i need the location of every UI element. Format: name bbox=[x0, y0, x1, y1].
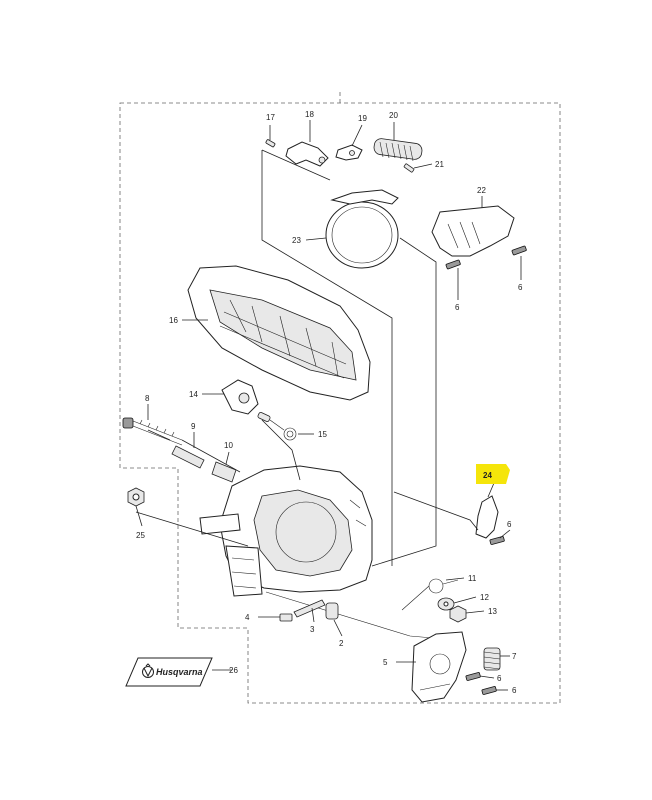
decal-brand-text: Husqvarna bbox=[156, 667, 203, 677]
callout-7: 7 bbox=[512, 652, 517, 661]
husqvarna-logo-icon bbox=[142, 663, 154, 678]
part-9-sleeve bbox=[171, 445, 205, 469]
part-3-pin bbox=[293, 599, 326, 618]
part-6-screw-a bbox=[445, 259, 461, 270]
leader-lines bbox=[135, 120, 522, 691]
part-5-plate bbox=[411, 631, 467, 703]
part-24-lever bbox=[475, 495, 499, 539]
part-6-screw-e bbox=[481, 686, 497, 695]
callout-6d: 6 bbox=[497, 674, 502, 683]
callout-21: 21 bbox=[435, 160, 444, 169]
callout-18: 18 bbox=[305, 110, 314, 119]
callout-4: 4 bbox=[245, 613, 250, 622]
callout-3: 3 bbox=[310, 625, 315, 634]
callout-23: 23 bbox=[292, 236, 301, 245]
assembly-frame bbox=[119, 102, 561, 704]
part-19-latch bbox=[335, 144, 363, 161]
main-housing bbox=[199, 465, 457, 641]
part-15-spring bbox=[269, 419, 297, 441]
callout-5: 5 bbox=[383, 658, 388, 667]
part-14-knob bbox=[221, 379, 259, 415]
small-pin bbox=[257, 412, 271, 422]
callout-14: 14 bbox=[189, 390, 198, 399]
callout-11: 11 bbox=[468, 574, 477, 583]
callout-6a: 6 bbox=[455, 303, 460, 312]
part-13-nut bbox=[449, 605, 467, 623]
part-20-spring bbox=[373, 138, 423, 162]
part-4-screw bbox=[279, 613, 293, 622]
part-23-brake-band bbox=[325, 189, 399, 269]
callout-26: 26 bbox=[229, 666, 238, 675]
callout-9: 9 bbox=[191, 422, 196, 431]
callout-15: 15 bbox=[318, 430, 327, 439]
callout-24: 24 bbox=[483, 471, 492, 480]
part-22-bracket bbox=[431, 205, 515, 257]
callout-25: 25 bbox=[136, 531, 145, 540]
callout-19: 19 bbox=[358, 114, 367, 123]
part-18-lever bbox=[285, 141, 329, 167]
part-11-spring bbox=[401, 578, 459, 611]
callout-10: 10 bbox=[224, 441, 233, 450]
part-2-pin bbox=[325, 602, 339, 620]
highlight-marker bbox=[476, 464, 510, 484]
callout-22: 22 bbox=[477, 186, 486, 195]
part-21-pin bbox=[403, 163, 415, 173]
part-26-decal: Husqvarna bbox=[125, 657, 213, 687]
callout-16: 16 bbox=[169, 316, 178, 325]
callout-6c: 6 bbox=[507, 520, 512, 529]
callout-17: 17 bbox=[266, 113, 275, 122]
part-25-nut bbox=[127, 487, 145, 507]
part-6-screw-c bbox=[489, 536, 505, 545]
part-8-bolt bbox=[122, 417, 183, 446]
callout-6b: 6 bbox=[518, 283, 523, 292]
callout-6e: 6 bbox=[512, 686, 517, 695]
part-7-spring bbox=[483, 647, 501, 671]
callout-13: 13 bbox=[488, 607, 497, 616]
part-6-screw-d bbox=[465, 672, 481, 681]
callout-8: 8 bbox=[145, 394, 150, 403]
callout-12: 12 bbox=[480, 593, 489, 602]
part-16-cover bbox=[187, 265, 371, 401]
callout-20: 20 bbox=[389, 111, 398, 120]
part-10-bushing bbox=[211, 461, 237, 483]
part-17-pin bbox=[265, 139, 276, 148]
callout-labels: 17 18 19 20 21 22 23 6 6 16 14 8 15 9 10… bbox=[136, 110, 523, 695]
part-6-screw-b bbox=[511, 245, 527, 256]
callout-2: 2 bbox=[339, 639, 344, 648]
part-12-washer bbox=[437, 597, 455, 611]
